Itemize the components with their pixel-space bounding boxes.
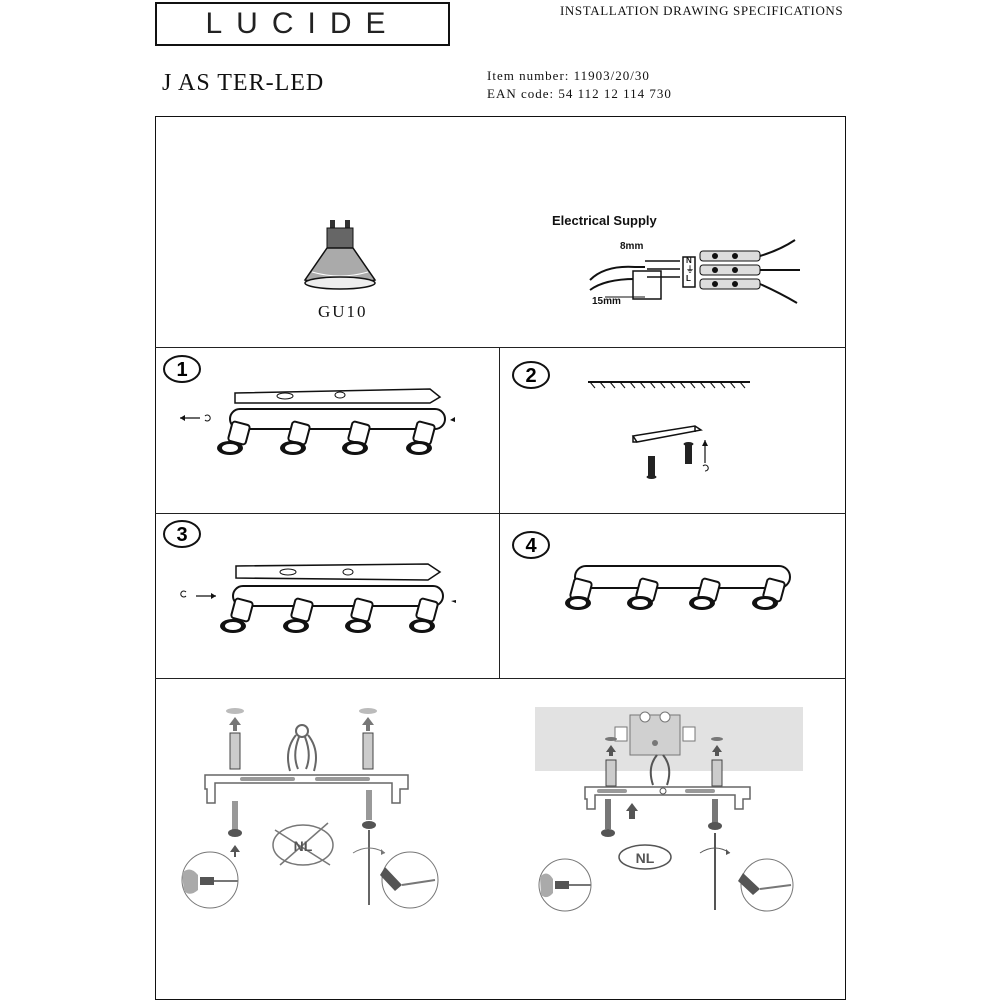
- divider: [155, 678, 846, 680]
- terminal-letters: N ⏚ L: [686, 256, 694, 283]
- divider: [155, 347, 846, 349]
- document-title: INSTALLATION DRAWING SPECIFICATIONS: [560, 3, 844, 18]
- step-number-text: 3: [176, 524, 187, 546]
- bulb-type-label: GU10: [318, 302, 368, 321]
- item-number: Item number: 11903/20/30: [487, 68, 650, 83]
- step-number-text: 1: [176, 359, 187, 381]
- step-number-1: 1: [163, 355, 201, 383]
- divider: [155, 513, 846, 515]
- spotlight-head-icon: [217, 420, 251, 455]
- terminal-n: N: [686, 256, 692, 265]
- terminal-l: L: [686, 274, 691, 283]
- mounted-spotlight-bar-icon: [565, 565, 791, 610]
- product-name: J AS TER-LED: [162, 70, 325, 96]
- step-number-2: 2: [512, 361, 550, 389]
- gu10-bulb-icon: [303, 220, 377, 290]
- strip-length-label: 8mm: [620, 241, 644, 252]
- nl-ok-label: NL: [636, 850, 655, 866]
- spotlight-bar-attach-icon: [180, 563, 456, 633]
- step-number-text: 2: [525, 365, 536, 387]
- ean-code: EAN code: 54 112 12 114 730: [487, 86, 672, 101]
- ceiling-mounting-bracket-icon: [588, 381, 750, 479]
- cable-length-label: 15mm: [592, 296, 621, 307]
- step-number-text: 4: [525, 535, 537, 557]
- brand-logo: LUCIDE: [155, 2, 450, 46]
- divider: [499, 347, 501, 679]
- wall-plug-installation-icon: NL: [181, 708, 439, 909]
- nl-crossed-label: NL: [294, 838, 313, 854]
- junction-box-installation-icon: NL: [535, 707, 803, 912]
- terminal-earth: ⏚: [686, 265, 694, 274]
- electrical-supply-title: Electrical Supply: [552, 213, 657, 228]
- electrical-wiring-icon: [589, 239, 800, 304]
- step-number-3: 3: [163, 520, 201, 548]
- spotlight-bar-icon: [180, 388, 455, 455]
- logo-text: LUCIDE: [205, 7, 400, 40]
- step-number-4: 4: [512, 531, 550, 559]
